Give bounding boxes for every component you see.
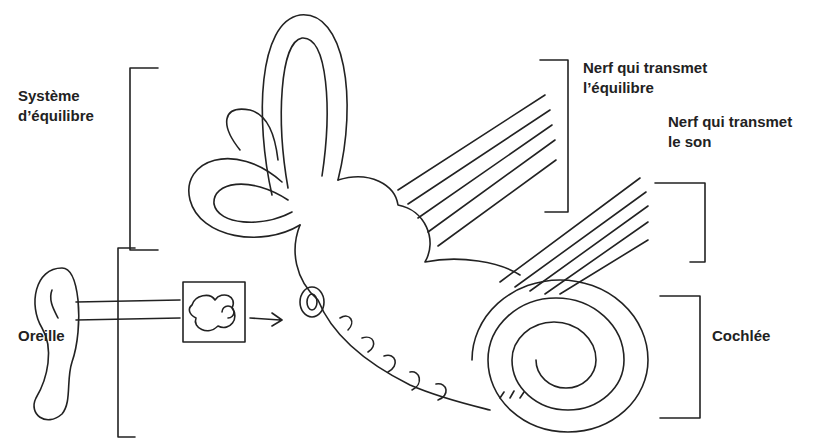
part-label: Cochlée — [712, 326, 807, 346]
outer-ear — [51, 290, 58, 318]
semicircular-canal — [189, 159, 300, 238]
part-label: Nerf qui transmet le son — [668, 112, 800, 152]
vestibule — [295, 225, 490, 410]
semicircular-canal — [214, 184, 292, 222]
cochlea-spiral — [472, 280, 648, 432]
cochlear-nerve — [500, 178, 648, 294]
vestibule-rib — [436, 384, 446, 400]
vestibular-nerve — [398, 95, 556, 246]
inset-box — [183, 282, 245, 342]
inset-detail — [222, 306, 234, 318]
bracket — [655, 183, 705, 262]
ear-canal — [76, 300, 180, 320]
vestibule-rib — [340, 316, 352, 330]
vestibule-rib — [500, 391, 524, 398]
pointer-arrow — [250, 313, 282, 326]
oval-window — [307, 294, 317, 310]
bracket — [660, 296, 700, 418]
vestibule — [338, 177, 520, 275]
semicircular-canal — [262, 15, 347, 195]
semicircular-canal — [281, 38, 327, 188]
part-label: Système d’équilibre — [18, 86, 118, 126]
bracket — [540, 60, 568, 212]
bracket — [130, 68, 158, 250]
semicircular-canal — [227, 109, 278, 160]
bracket — [118, 248, 135, 437]
oval-window — [300, 287, 324, 317]
part-label: Nerf qui transmet l’équilibre — [583, 58, 748, 98]
part-label: Oreille — [18, 326, 108, 346]
vestibule-rib — [410, 372, 419, 390]
inset-detail — [189, 295, 235, 331]
vestibule-rib — [362, 337, 374, 352]
vestibule-rib — [384, 355, 395, 372]
